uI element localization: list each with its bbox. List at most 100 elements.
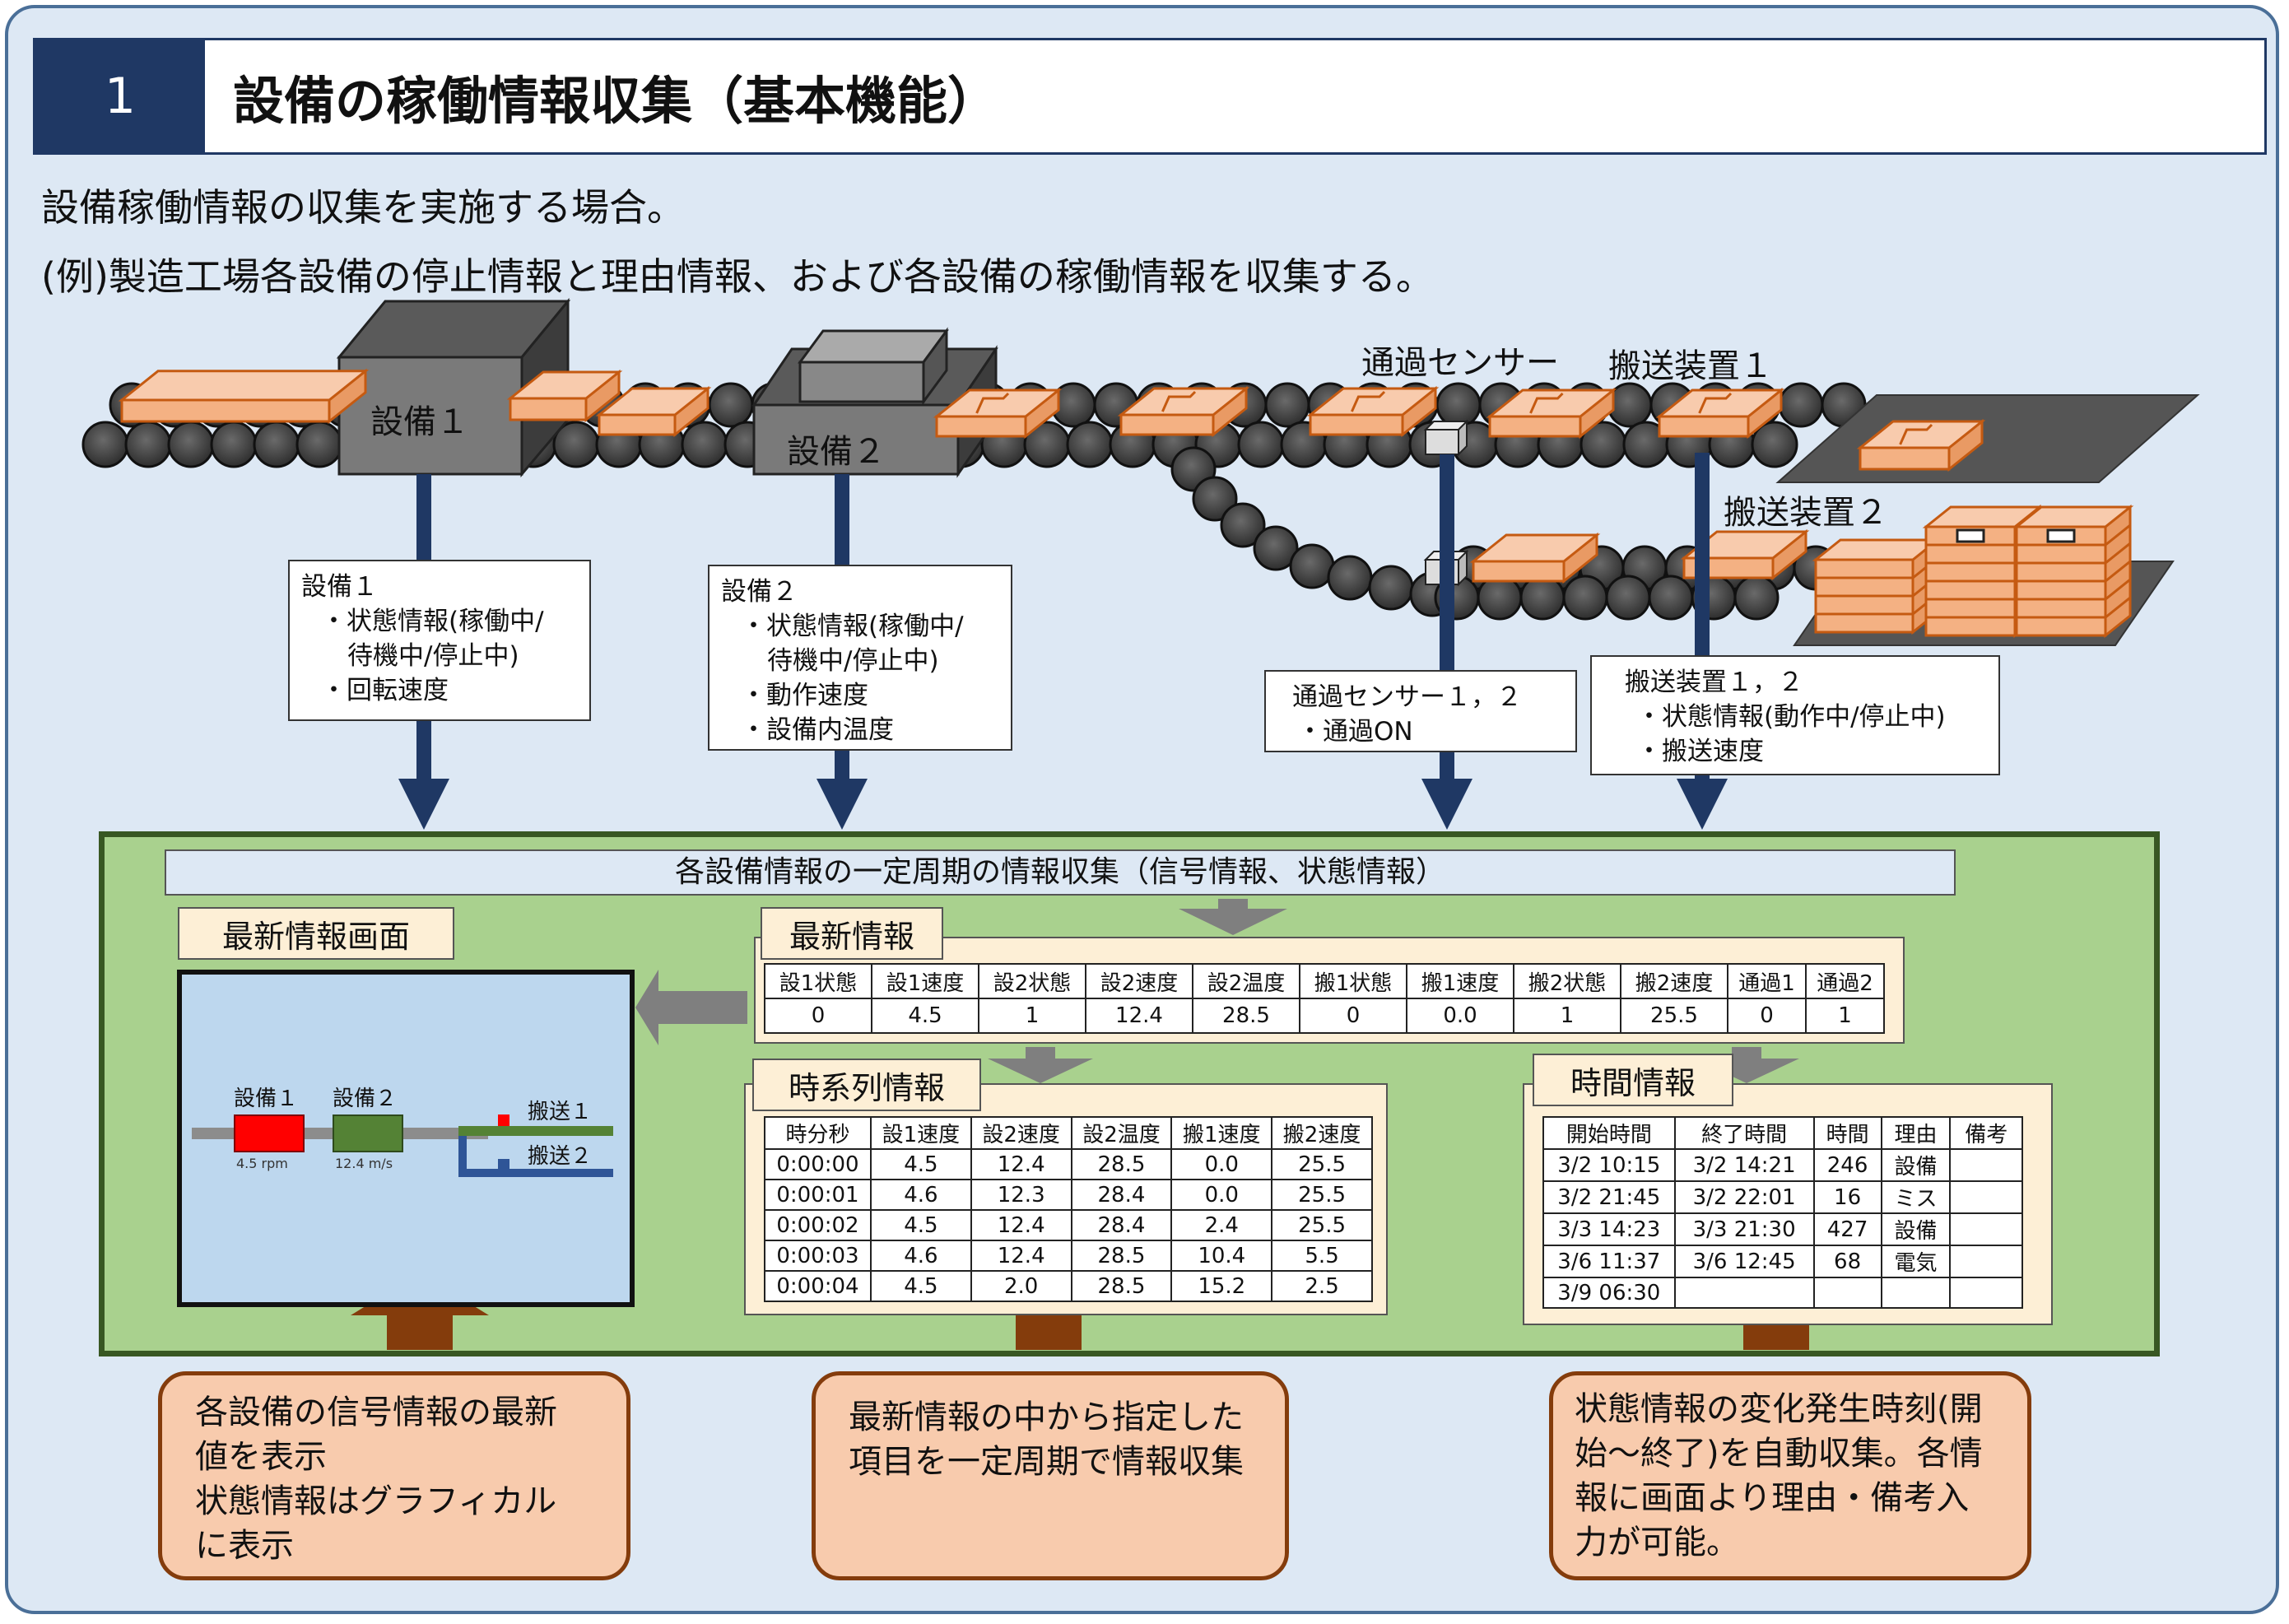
conveyor-roller [1220,502,1266,548]
callout-timeinfo: 状態情報の変化発生時刻(開 始～終了)を自動収集。各情 報に画面より理由・備考入… [1549,1371,2031,1580]
callout-line: 状態情報はグラフィカル [195,1482,557,1520]
ti-table-cell: 3/2 14:21 [1673,1148,1815,1182]
callout-latest-screen: 各設備の信号情報の最新 値を表示 状態情報はグラフィカル に表示 [158,1371,630,1580]
latest-table-cell: 0 [1727,998,1807,1034]
ti-table-cell[interactable]: 設備 [1880,1212,1952,1246]
latest-header-cell: 設2状態 [978,963,1086,999]
latest-info-screen: 設備１ 設備２ 4.5 rpm 12.4 m/s 搬送１ 搬送２ [177,970,635,1307]
ti-table-cell[interactable]: 電気 [1880,1245,1952,1278]
title-bar: 1 設備の稼働情報収集（基本機能） [33,38,2267,155]
latest-table-cell: 12.4 [1085,998,1193,1034]
equipment2-info-item: 待機中/停止中) [767,646,939,676]
ti-table-cell[interactable] [1949,1180,2023,1214]
stacked-box-top [2012,505,2134,528]
sensor1-block [1423,419,1469,457]
ts-table-cell: 4.5 [869,1209,972,1241]
down-arrow-timeseries [988,1047,1093,1083]
ti-table-cell[interactable] [1949,1212,2023,1246]
latest-header-cell: 通過2 [1804,963,1886,999]
ts-table-cell: 5.5 [1271,1240,1373,1272]
ti-table-cell[interactable]: 設備 [1880,1148,1952,1182]
ti-table-cell[interactable]: ミス [1880,1180,1952,1214]
equipment1-info-item: 待機中/停止中) [347,641,519,671]
ts-table-cell: 4.6 [869,1240,972,1272]
ti-table-cell[interactable] [1949,1148,2023,1182]
ti-table-cell [1812,1277,1882,1309]
ts-table-cell: 0:00:03 [764,1240,872,1272]
ts-table-cell: 2.0 [970,1270,1072,1302]
equipment1-indicator [234,1114,305,1152]
equipment2-info-item: ・状態情報(稼働中/ [741,612,964,641]
ti-table-cell[interactable] [1880,1277,1952,1309]
product-box [1117,385,1250,438]
ts-table-cell: 0:00:00 [764,1148,872,1180]
ti-table-cell: 68 [1812,1245,1882,1278]
ts-header-cell: 搬1速度 [1170,1116,1273,1150]
ts-table-cell: 0.0 [1170,1179,1273,1211]
latest-table-cell: 28.5 [1192,998,1300,1034]
latest-table-cell: 1 [1804,998,1886,1034]
ts-table-cell: 28.5 [1070,1270,1173,1302]
ti-table-cell[interactable] [1949,1277,2023,1309]
ts-table-cell: 10.4 [1170,1240,1273,1272]
ts-table-cell: 4.5 [869,1148,972,1180]
conveyor2-line [458,1169,613,1177]
timeinfo-tag: 時間情報 [1533,1054,1733,1106]
conveyor2-status-indicator [498,1159,509,1170]
conveyor1-line [458,1126,613,1136]
latest-header-cell: 通過1 [1727,963,1807,999]
latest-table-cell: 0 [764,998,872,1034]
conveyor-info-box: 搬送装置１，２ ・状態情報(動作中/停止中) ・搬送速度 [1590,655,2000,775]
ts-table-cell: 25.5 [1271,1148,1373,1180]
ts-table-cell: 4.5 [869,1270,972,1302]
product-box [506,369,623,423]
equipment1-info-item: ・回転速度 [321,676,449,705]
page-title: 設備の稼働情報収集（基本機能） [233,71,999,131]
conveyor2-label: 搬送装置２ [1724,494,1888,532]
screen-conv1-label: 搬送１ [528,1100,593,1124]
product-box [1469,532,1601,584]
callout-line: 力が可能。 [1575,1524,1739,1561]
ts-table-cell: 28.4 [1070,1179,1173,1211]
latest-table-cell: 1 [1513,998,1621,1034]
screen-eq1-label: 設備１ [234,1087,299,1111]
ts-header-cell: 設2速度 [970,1116,1072,1150]
latest-header-cell: 搬1速度 [1406,963,1514,999]
latest-table-cell: 4.5 [871,998,979,1034]
latest-table-cell: 1 [978,998,1086,1034]
ts-table-cell: 28.5 [1070,1148,1173,1180]
ti-table-cell[interactable] [1949,1245,2023,1278]
ts-table-cell: 12.4 [970,1240,1072,1272]
ts-table-cell: 0.0 [1170,1148,1273,1180]
conveyor-roller [1253,525,1299,571]
equipment1-machine [336,297,571,478]
sensor-info-item: ・通過ON [1297,717,1413,747]
conveyor1-label: 搬送装置１ [1608,347,1773,385]
equipment2-info-title: 設備２ [721,577,798,607]
ts-table-cell: 15.2 [1170,1270,1273,1302]
ts-table-cell: 2.4 [1170,1209,1273,1241]
ts-table-cell: 12.3 [970,1179,1072,1211]
ti-header-row: 開始時間終了時間時間理由備考 [1542,1116,2023,1150]
ti-table-cell: 3/2 10:15 [1542,1148,1676,1182]
callout-line: 報に画面より理由・備考入 [1575,1479,1970,1517]
conveyor-roller [1192,476,1238,522]
sensor-info-box: 通過センサー１，２ ・通過ON [1264,670,1577,752]
latest-info-tag: 最新情報 [761,907,943,960]
ti-table-cell: 16 [1812,1180,1882,1214]
ts-table-cell: 0:00:02 [764,1209,872,1241]
ti-table-cell: 3/9 06:30 [1542,1277,1676,1309]
product-box [595,385,712,438]
conveyor-info-item: ・搬送速度 [1636,737,1764,766]
screen-eq1-value: 4.5 rpm [236,1156,288,1171]
ti-table-cell [1673,1277,1815,1309]
latest-header-cell: 設2温度 [1192,963,1300,999]
slide-frame: 1 設備の稼働情報収集（基本機能） 設備稼働情報の収集を実施する場合。 (例)製… [5,5,2279,1614]
down-arrow-latest [1179,899,1287,935]
